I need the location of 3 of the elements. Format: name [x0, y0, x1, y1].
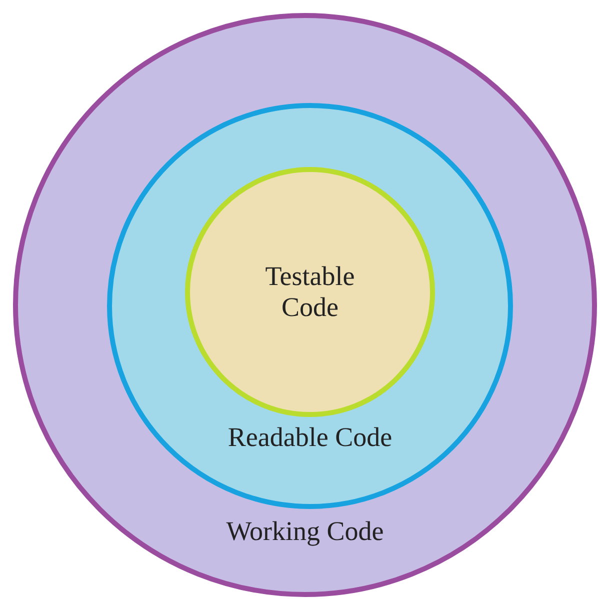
- circle-label: Testable Code: [264, 261, 356, 323]
- circle-label: Working Code: [225, 516, 385, 547]
- circle-label: Readable Code: [226, 422, 394, 453]
